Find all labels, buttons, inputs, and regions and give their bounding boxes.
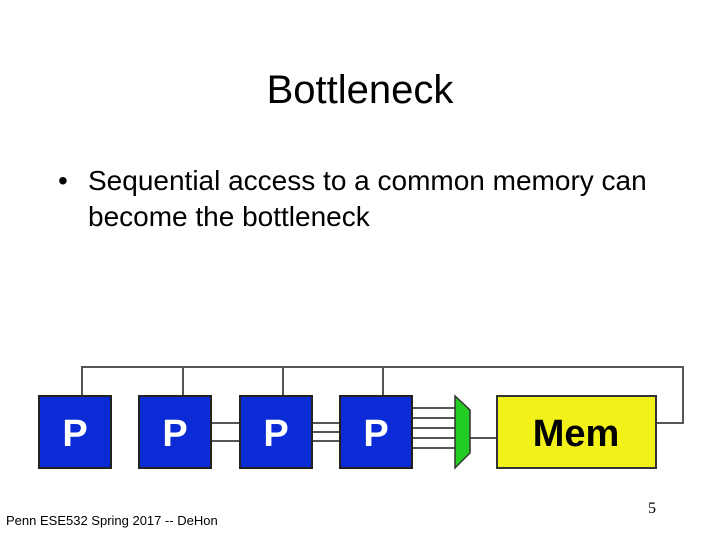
bullet-text: Sequential access to a common memory can… — [88, 165, 647, 232]
processor-3-label: P — [263, 413, 288, 455]
processor-links — [211, 407, 497, 449]
processor-1-label: P — [62, 413, 87, 455]
memory-label: Mem — [533, 413, 620, 455]
mux-shape — [454, 394, 471, 470]
page-number: 5 — [648, 500, 656, 517]
footer-text: Penn ESE532 Spring 2017 -- DeHon — [6, 513, 218, 528]
slide-title: Bottleneck — [266, 68, 454, 112]
processor-1: P — [38, 395, 112, 469]
processor-4: P — [339, 395, 413, 469]
processor-2-label: P — [162, 413, 187, 455]
processor-4-label: P — [363, 413, 388, 455]
memory-block: Mem — [496, 395, 657, 469]
bullet-marker: • — [58, 165, 68, 196]
processor-2: P — [138, 395, 212, 469]
shared-bus-top — [81, 366, 684, 424]
processor-3: P — [239, 395, 313, 469]
